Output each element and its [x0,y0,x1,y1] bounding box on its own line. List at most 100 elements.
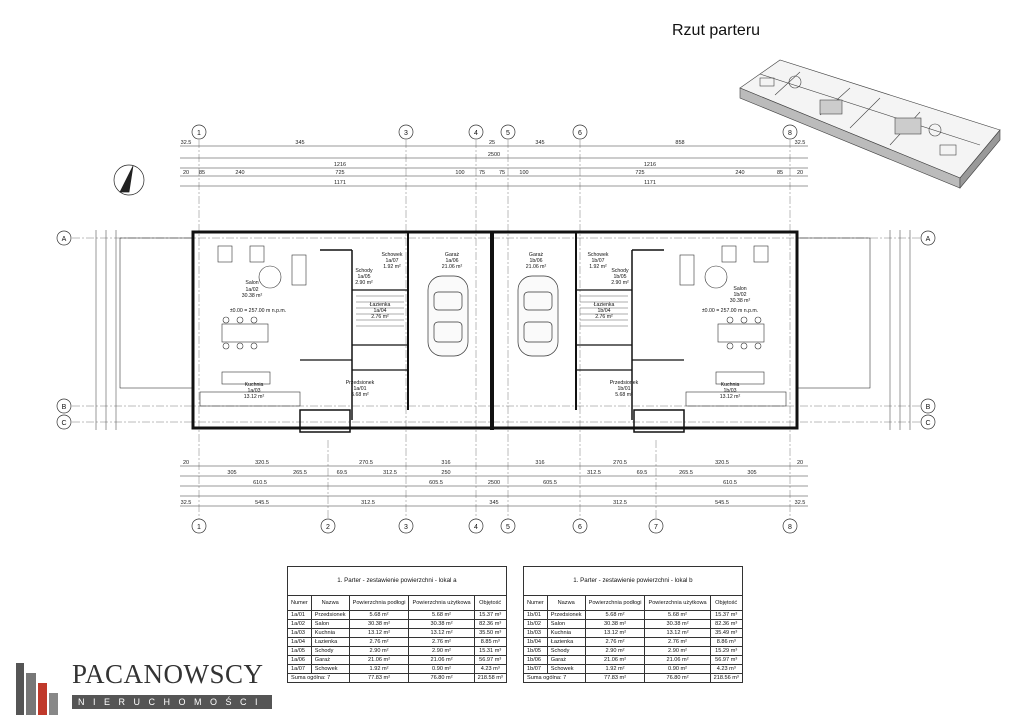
svg-text:240: 240 [735,170,744,176]
room-code: 1a/04 [374,308,387,314]
isometric-preview [739,59,1001,189]
room-area: 21.06 m² [442,264,463,270]
room-name: Schody [355,268,373,274]
table-caption: 1. Parter - zestawienie powierzchni - lo… [523,566,743,596]
room-area: 13.12 m² [244,394,265,400]
table-header: Powierzchnia użytkowa [644,595,711,611]
dimension-lines-top [95,145,911,507]
svg-text:725: 725 [635,170,644,176]
room-code: 1b/07 [592,258,605,264]
svg-text:100: 100 [455,170,464,176]
room-labels-b: Salon 1b/02 30.38 m² Kuchnia 1b/03 13.12… [526,252,758,400]
room-name: Salon [733,286,746,292]
svg-text:250: 250 [441,470,450,476]
svg-text:858: 858 [675,140,684,146]
svg-text:20: 20 [797,170,803,176]
room-name: Łazienka [370,302,391,308]
room-area: 1.92 m² [589,264,607,270]
axis-col-label: 1 [197,524,201,531]
room-area: 1.92 m² [383,264,401,270]
table-header: Numer [523,595,548,611]
svg-text:1216: 1216 [334,162,346,168]
room-name: Schowek [381,252,402,258]
room-code: 1b/03 [724,388,737,394]
svg-text:20: 20 [183,460,189,466]
svg-text:1171: 1171 [334,180,346,186]
room-code: 1b/06 [530,258,543,264]
room-code: 1a/01 [354,386,367,392]
company-logo: PACANOWSCY NIERUCHOMOŚCI [12,655,274,715]
svg-text:320.5: 320.5 [715,460,729,466]
axis-col-label: 8 [788,524,792,531]
room-code: 1b/02 [734,292,747,298]
table-header: Objętość [709,595,743,611]
table-header: Powierzchnia użytkowa [408,595,475,611]
svg-text:305: 305 [227,470,236,476]
room-area: 2.76 m² [371,314,389,320]
svg-text:25: 25 [489,140,495,146]
room-name: Garaż [445,252,460,258]
axis-bubbles [56,124,936,534]
svg-text:545.5: 545.5 [255,500,269,506]
axis-col-label: 3 [404,524,408,531]
axis-col-label: 6 [578,524,582,531]
axis-col-label: 5 [506,524,510,531]
axis-grid [72,140,920,520]
axis-col-label: 4 [474,130,478,137]
building-walls [119,230,871,433]
svg-text:725: 725 [335,170,344,176]
room-name: Łazienka [594,302,615,308]
axis-col-label: 7 [654,524,658,531]
room-area: 30.38 m² [730,298,751,304]
svg-text:2500: 2500 [488,152,500,158]
stairs [356,295,628,327]
axis-col-label: 4 [474,524,478,531]
room-area: 21.06 m² [526,264,547,270]
level-note: ±0.00 = 257.00 m n.p.m. [702,308,758,314]
svg-text:305: 305 [747,470,756,476]
north-arrow-icon [113,164,145,196]
table-header: Powierzchnia podłogi [584,595,646,611]
axis-col-label: 5 [506,130,510,137]
car-icon [427,275,559,357]
room-code: 1b/01 [618,386,631,392]
room-area: 30.38 m² [242,293,263,299]
logo-subtitle: NIERUCHOMOŚCI [72,695,272,709]
svg-text:1171: 1171 [644,180,656,186]
room-code: 1a/02 [246,287,259,293]
buildings-logo-icon [16,663,58,715]
room-name: Przedsionek [346,380,375,386]
svg-text:69.5: 69.5 [337,470,348,476]
room-name: Schowek [587,252,608,258]
svg-text:316: 316 [441,460,450,466]
room-name: Salon [245,280,258,286]
svg-text:345: 345 [535,140,544,146]
room-code: 1b/04 [598,308,611,314]
furniture-unit-a [199,245,307,407]
axis-row-label: B [926,404,931,411]
svg-text:20: 20 [797,460,803,466]
svg-text:312.5: 312.5 [383,470,397,476]
level-note: ±0.00 = 257.00 m n.p.m. [230,308,286,314]
table-caption: 1. Parter - zestawienie powierzchni - lo… [287,566,507,596]
svg-text:545.5: 545.5 [715,500,729,506]
svg-text:312.5: 312.5 [361,500,375,506]
room-area: 2.90 m² [611,280,629,286]
area-table-a: 1. Parter - zestawienie powierzchni - lo… [287,566,507,683]
svg-text:75: 75 [499,170,505,176]
room-name: Schody [611,268,629,274]
svg-text:610.5: 610.5 [723,480,737,486]
svg-text:316: 316 [535,460,544,466]
svg-text:265.5: 265.5 [293,470,307,476]
room-name: Kuchnia [245,382,264,388]
